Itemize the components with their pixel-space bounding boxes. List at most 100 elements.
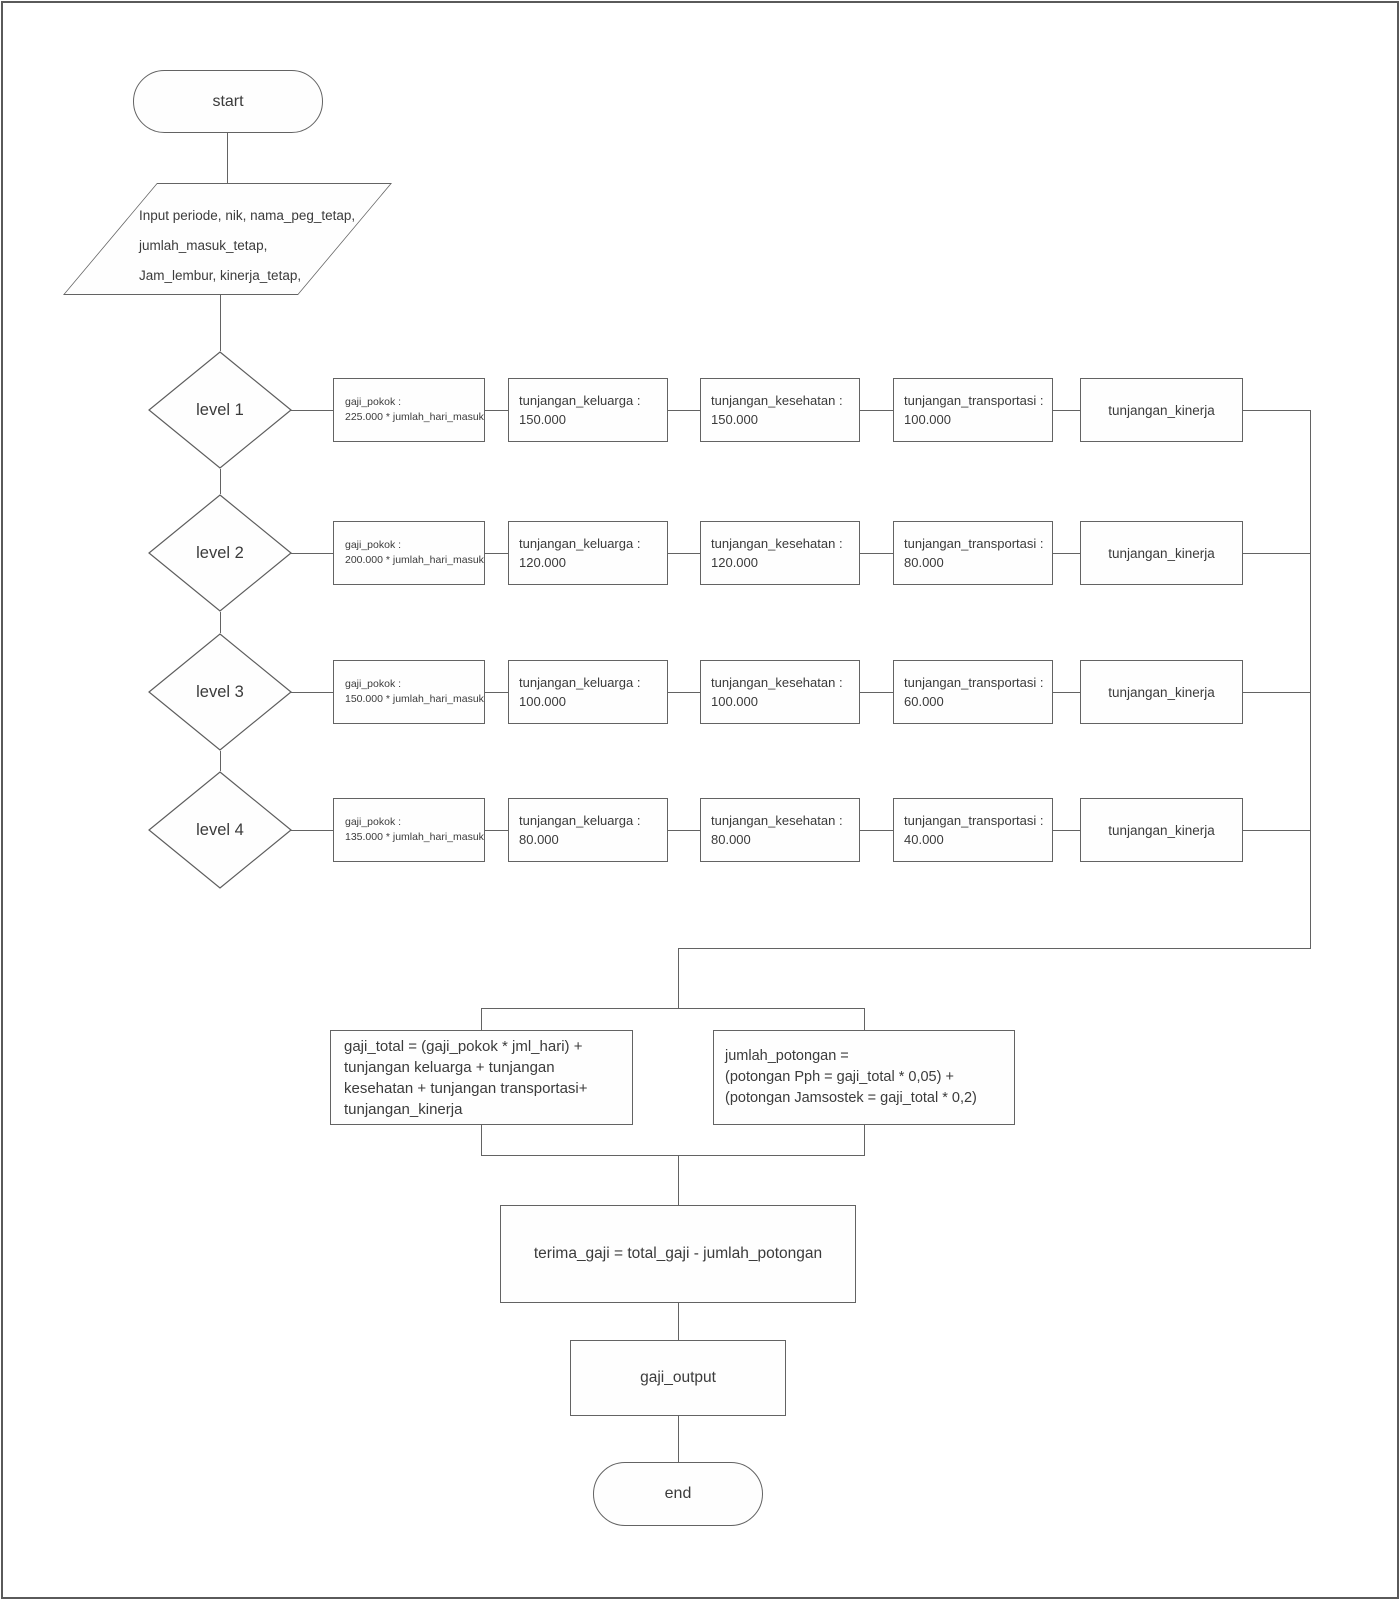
connector bbox=[485, 830, 508, 831]
connector bbox=[1053, 553, 1080, 554]
tunjangan-kesehatan-title: tunjangan_kesehatan : bbox=[711, 393, 843, 408]
split-left-line bbox=[481, 1008, 482, 1031]
tunjangan-transportasi-box-level-1: tunjangan_transportasi : 100.000 bbox=[893, 378, 1053, 442]
gaji-output-label: gaji_output bbox=[640, 1369, 716, 1386]
connector bbox=[291, 553, 333, 554]
start-label: start bbox=[212, 92, 244, 110]
tunjangan-kesehatan-value: 80.000 bbox=[711, 832, 751, 847]
tunjangan-kinerja-label: tunjangan_kinerja bbox=[1108, 402, 1215, 418]
connector-to-terima bbox=[678, 1155, 679, 1206]
gaji-pokok-formula: 150.000 * jumlah_hari_masuk bbox=[345, 693, 484, 705]
merge-horizontal-line bbox=[481, 1155, 865, 1156]
level-3-label: level 3 bbox=[196, 682, 244, 701]
connector bbox=[1053, 692, 1080, 693]
jumlah-potongan-line-2: (potongan Pph = gaji_total * 0,05) + bbox=[725, 1069, 954, 1085]
tunjangan-keluarga-value: 120.000 bbox=[519, 555, 566, 570]
connector bbox=[291, 410, 333, 411]
connector bbox=[860, 830, 893, 831]
split-horizontal-line bbox=[481, 1008, 865, 1009]
tunjangan-keluarga-title: tunjangan_keluarga : bbox=[519, 536, 641, 551]
tunjangan-kesehatan-title: tunjangan_kesehatan : bbox=[711, 536, 843, 551]
gaji-pokok-title: gaji_pokok : bbox=[345, 539, 402, 551]
diamond-outline bbox=[148, 494, 292, 612]
tunjangan-keluarga-box-level-4: tunjangan_keluarga : 80.000 bbox=[508, 798, 668, 862]
diamond-shape bbox=[148, 494, 292, 612]
tunjangan-kesehatan-value: 100.000 bbox=[711, 694, 758, 709]
connector bbox=[860, 692, 893, 693]
connector bbox=[291, 692, 333, 693]
tunjangan-transportasi-title: tunjangan_transportasi : bbox=[904, 675, 1044, 690]
tunjangan-keluarga-title: tunjangan_keluarga : bbox=[519, 813, 641, 828]
diamond-shape bbox=[148, 351, 292, 469]
connector bbox=[485, 410, 508, 411]
tunjangan-transportasi-value: 100.000 bbox=[904, 412, 951, 427]
connector bbox=[1243, 830, 1311, 831]
diamond-outline bbox=[148, 351, 292, 469]
tunjangan-transportasi-title: tunjangan_transportasi : bbox=[904, 536, 1044, 551]
tunjangan-transportasi-value: 60.000 bbox=[904, 694, 944, 709]
gaji-pokok-box-level-4: gaji_pokok : 135.000 * jumlah_hari_masuk bbox=[333, 798, 485, 862]
connector-start-input bbox=[227, 133, 228, 183]
level-2-label: level 2 bbox=[196, 543, 244, 562]
level-4-decision: level 4 bbox=[148, 771, 292, 889]
connector bbox=[1243, 692, 1311, 693]
tunjangan-keluarga-value: 100.000 bbox=[519, 694, 566, 709]
connector bbox=[668, 553, 700, 554]
split-right-line bbox=[864, 1008, 865, 1031]
merge-right-line bbox=[864, 1125, 865, 1156]
center-drop-line bbox=[678, 948, 679, 1009]
gaji-pokok-box-level-3: gaji_pokok : 150.000 * jumlah_hari_masuk bbox=[333, 660, 485, 724]
gaji-pokok-title: gaji_pokok : bbox=[345, 678, 402, 690]
tunjangan-keluarga-box-level-1: tunjangan_keluarga : 150.000 bbox=[508, 378, 668, 442]
tunjangan-kinerja-label: tunjangan_kinerja bbox=[1108, 684, 1215, 700]
connector-input-level1 bbox=[220, 295, 221, 351]
connector bbox=[860, 553, 893, 554]
gaji-pokok-box-level-1: gaji_pokok : 225.000 * jumlah_hari_masuk bbox=[333, 378, 485, 442]
start-terminator: start bbox=[133, 70, 323, 133]
tunjangan-keluarga-title: tunjangan_keluarga : bbox=[519, 675, 641, 690]
level-3-decision: level 3 bbox=[148, 633, 292, 751]
gaji-pokok-box-level-2: gaji_pokok : 200.000 * jumlah_hari_masuk bbox=[333, 521, 485, 585]
gaji-output-box: gaji_output bbox=[570, 1340, 786, 1416]
gaji-pokok-title: gaji_pokok : bbox=[345, 396, 402, 408]
tunjangan-kesehatan-title: tunjangan_kesehatan : bbox=[711, 813, 843, 828]
input-parallelogram-text: Input periode, nik, nama_peg_tetap, juml… bbox=[139, 201, 419, 291]
gaji-total-line-3: kesehatan + tunjangan transportasi+ bbox=[344, 1079, 588, 1097]
diamond-shape bbox=[148, 633, 292, 751]
level-1-decision: level 1 bbox=[148, 351, 292, 469]
connector bbox=[860, 410, 893, 411]
input-line-1: Input periode, nik, nama_peg_tetap, bbox=[139, 208, 356, 223]
tunjangan-keluarga-value: 80.000 bbox=[519, 832, 559, 847]
connector-level3-level4 bbox=[220, 751, 221, 771]
collector-horizontal-line bbox=[678, 948, 1311, 949]
connector-to-output bbox=[678, 1303, 679, 1341]
tunjangan-kesehatan-box-level-2: tunjangan_kesehatan : 120.000 bbox=[700, 521, 860, 585]
diamond-outline bbox=[148, 771, 292, 889]
tunjangan-transportasi-box-level-2: tunjangan_transportasi : 80.000 bbox=[893, 521, 1053, 585]
tunjangan-kesehatan-value: 150.000 bbox=[711, 412, 758, 427]
gaji-total-box: gaji_total = (gaji_pokok * jml_hari) + t… bbox=[330, 1030, 633, 1125]
jumlah-potongan-box: jumlah_potongan = (potongan Pph = gaji_t… bbox=[713, 1030, 1015, 1125]
terima-gaji-box: terima_gaji = total_gaji - jumlah_potong… bbox=[500, 1205, 856, 1303]
tunjangan-transportasi-value: 80.000 bbox=[904, 555, 944, 570]
gaji-total-line-1: gaji_total = (gaji_pokok * jml_hari) + bbox=[344, 1037, 583, 1055]
tunjangan-kinerja-label: tunjangan_kinerja bbox=[1108, 545, 1215, 561]
end-label: end bbox=[664, 1485, 692, 1502]
level-2-decision: level 2 bbox=[148, 494, 292, 612]
connector bbox=[485, 553, 508, 554]
diamond-shape bbox=[148, 771, 292, 889]
tunjangan-kinerja-box-level-2: tunjangan_kinerja bbox=[1080, 521, 1243, 585]
input-line-3: Jam_lembur, kinerja_tetap, bbox=[139, 268, 302, 283]
jumlah-potongan-line-3: (potongan Jamsostek = gaji_total * 0,2) bbox=[725, 1090, 977, 1106]
tunjangan-keluarga-box-level-3: tunjangan_keluarga : 100.000 bbox=[508, 660, 668, 724]
connector bbox=[1053, 410, 1080, 411]
gaji-pokok-formula: 225.000 * jumlah_hari_masuk bbox=[345, 411, 484, 423]
tunjangan-kinerja-box-level-4: tunjangan_kinerja bbox=[1080, 798, 1243, 862]
connector bbox=[668, 692, 700, 693]
tunjangan-kesehatan-box-level-3: tunjangan_kesehatan : 100.000 bbox=[700, 660, 860, 724]
connector bbox=[668, 410, 700, 411]
tunjangan-kinerja-box-level-3: tunjangan_kinerja bbox=[1080, 660, 1243, 724]
tunjangan-keluarga-value: 150.000 bbox=[519, 412, 566, 427]
tunjangan-keluarga-box-level-2: tunjangan_keluarga : 120.000 bbox=[508, 521, 668, 585]
